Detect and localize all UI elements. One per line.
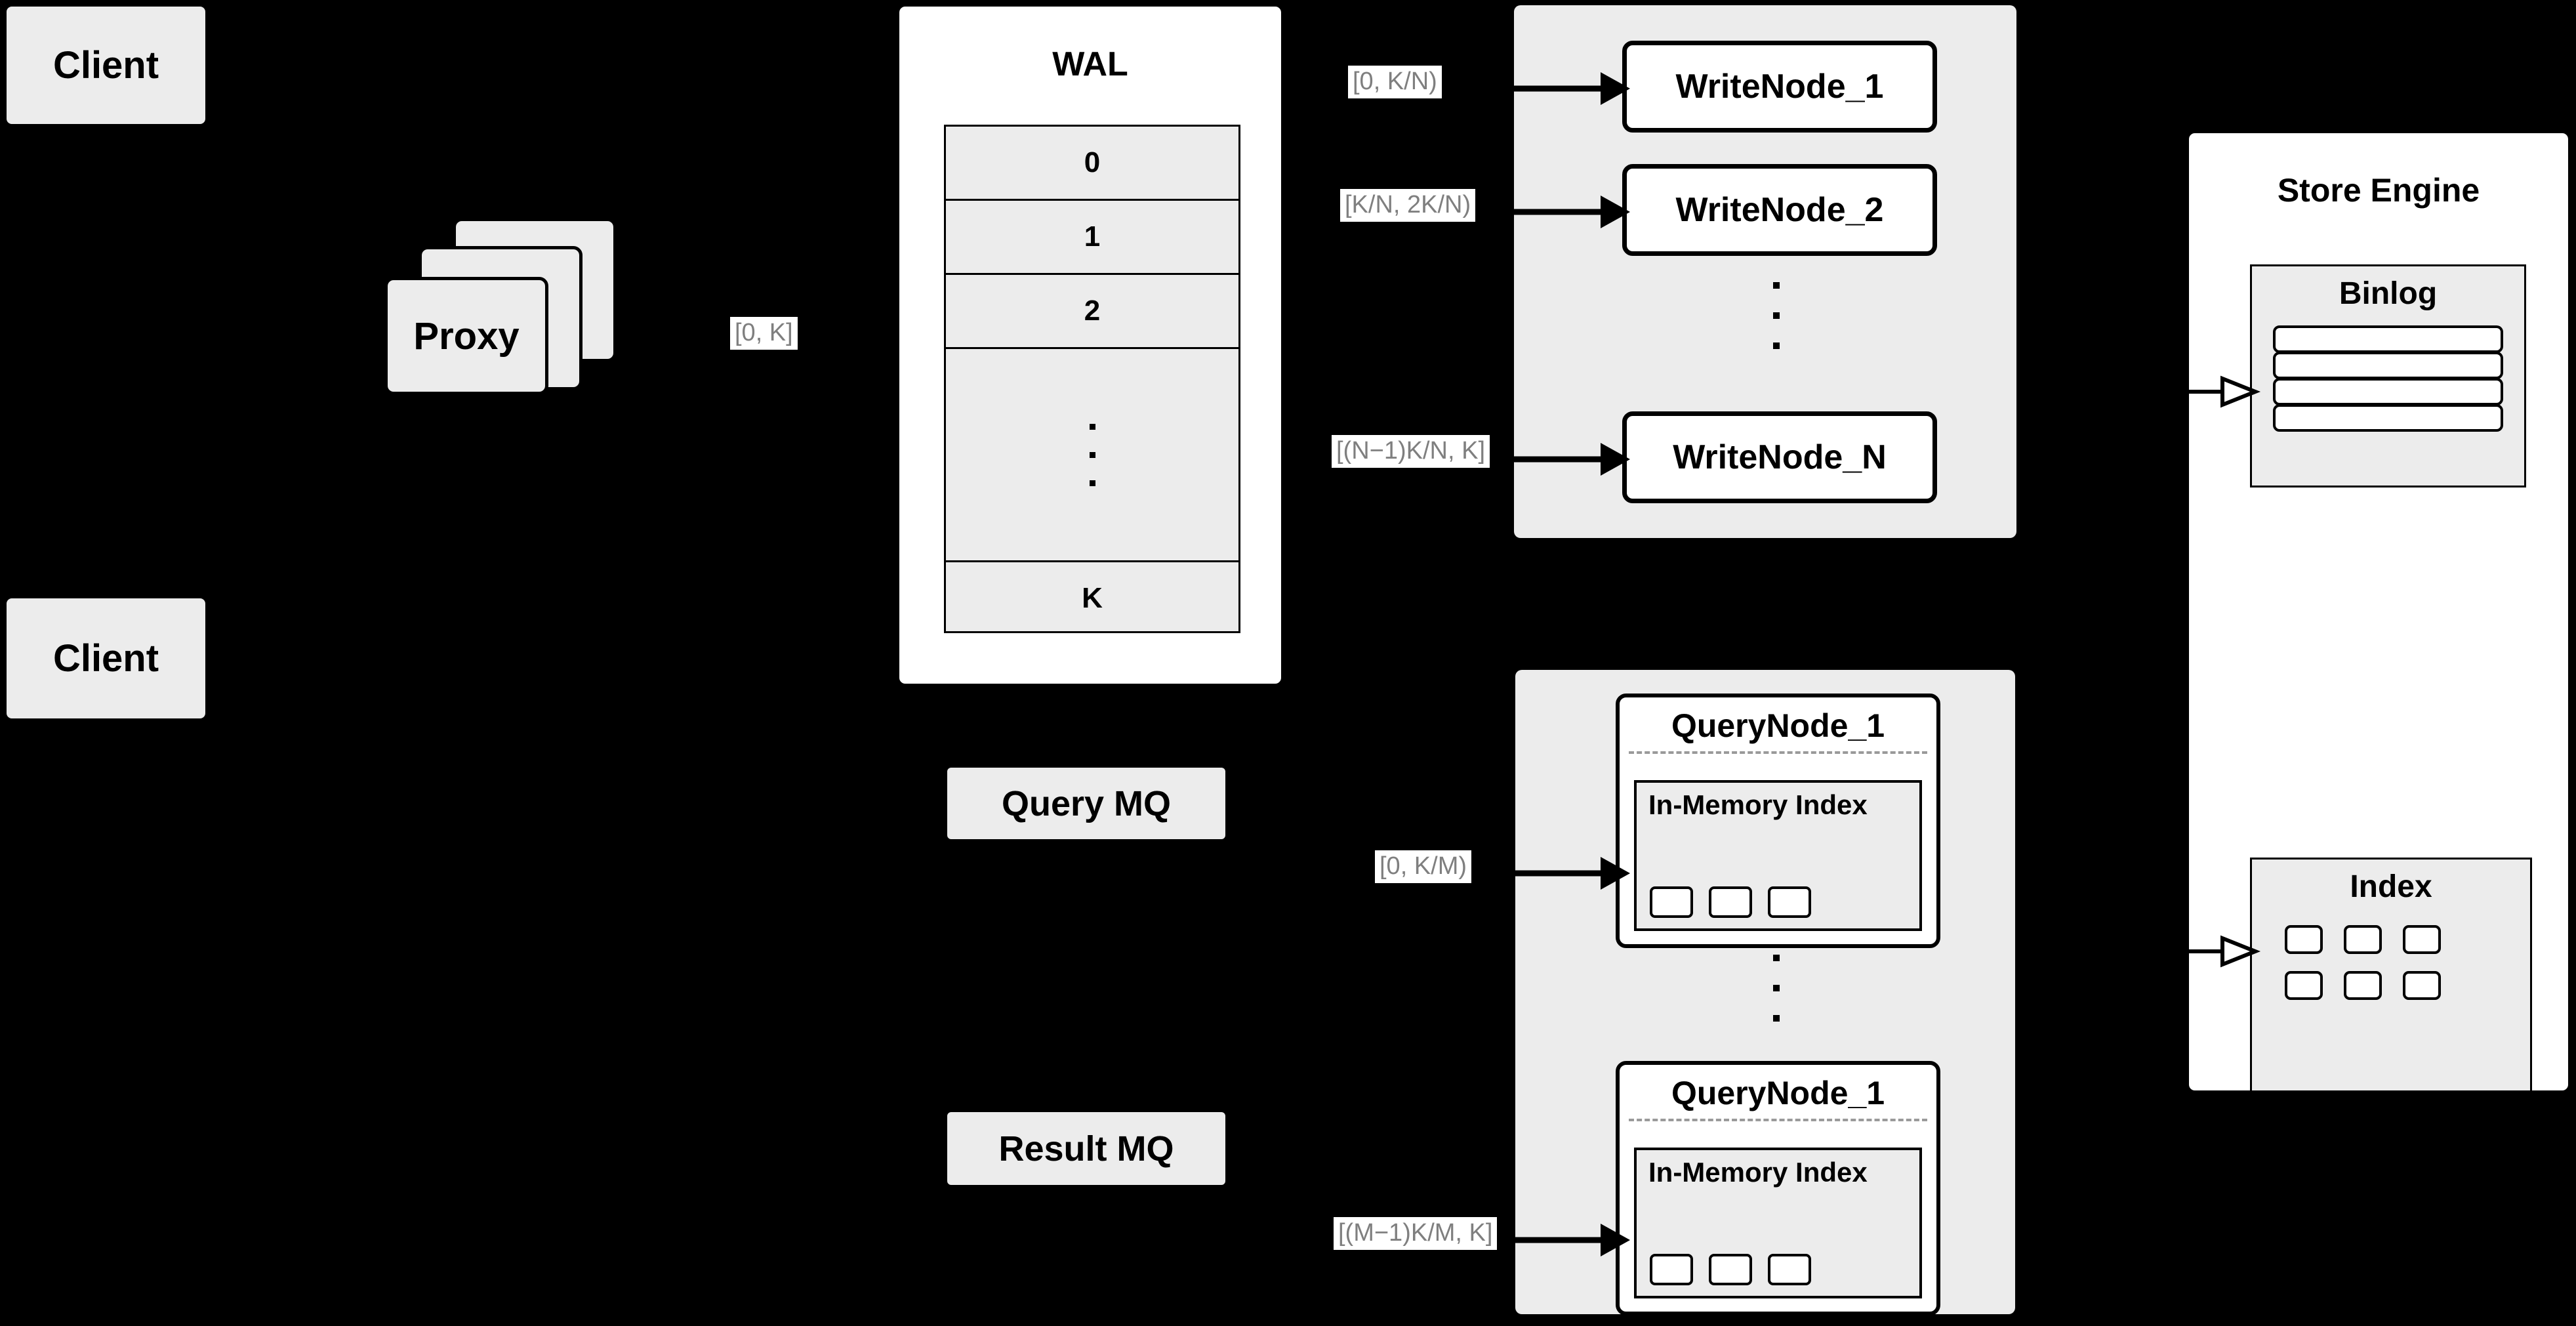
index-cell[interactable] <box>1768 886 1811 918</box>
wal-table: 0 1 2 K <box>944 125 1240 633</box>
client-box-2[interactable]: Client <box>5 597 207 720</box>
query-dot-2 <box>1773 985 1780 991</box>
wal-row-0[interactable]: 0 <box>946 127 1238 201</box>
write-node-n[interactable]: WriteNode_N <box>1622 411 1937 503</box>
edge-label-write-node-1: [0, K/N) <box>1348 66 1442 98</box>
index-cell[interactable] <box>1768 1254 1811 1285</box>
edge-label-query-node-1-text: [0, K/M) <box>1380 852 1467 880</box>
query-node-2-index-cells <box>1650 1254 1811 1285</box>
client-box-1[interactable]: Client <box>5 5 207 125</box>
query-node-1-index-cells <box>1650 886 1811 918</box>
index-cell[interactable] <box>1709 886 1752 918</box>
index-cell[interactable] <box>1650 1254 1693 1285</box>
query-node-1-title: QueryNode_1 <box>1671 707 1885 744</box>
binlog-bar[interactable] <box>2273 404 2503 432</box>
binlog-bar[interactable] <box>2273 352 2503 379</box>
query-cluster-ellipsis <box>1773 955 1780 1022</box>
binlog-bars <box>2273 325 2503 432</box>
binlog-box: Binlog <box>2250 264 2526 487</box>
client-label-2: Client <box>52 637 159 680</box>
store-index-box: Index <box>2250 858 2532 1092</box>
index-cell[interactable] <box>2344 971 2382 1000</box>
index-cell[interactable] <box>1709 1254 1752 1285</box>
arrow-to-store-index <box>2184 935 2261 968</box>
edge-label-proxy-to-wal-text: [0, K] <box>735 319 793 346</box>
wal-dot-2 <box>1089 451 1095 458</box>
wal-row-k[interactable]: K <box>946 562 1238 634</box>
wal-row-2[interactable]: 2 <box>946 275 1238 349</box>
index-cell[interactable] <box>1650 886 1693 918</box>
write-dot-3 <box>1773 342 1780 349</box>
index-cell[interactable] <box>2403 971 2441 1000</box>
query-node-1-inmemory-index: In-Memory Index <box>1634 780 1922 931</box>
query-mq-label: Query MQ <box>1001 783 1172 823</box>
binlog-bar[interactable] <box>2273 325 2503 353</box>
binlog-title: Binlog <box>2339 276 2438 311</box>
wal-row-k-label: K <box>1082 582 1103 614</box>
arrow-to-query-node-2 <box>1502 1224 1630 1256</box>
query-node-1-separator <box>1629 751 1927 754</box>
index-cell[interactable] <box>2285 925 2323 954</box>
edge-label-query-node-m-text: [(M−1)K/M, K] <box>1338 1219 1493 1247</box>
query-node-2-separator <box>1629 1119 1927 1121</box>
edge-label-write-node-n: [(N−1)K/N, K] <box>1332 435 1490 468</box>
wal-title: WAL <box>1052 45 1128 83</box>
store-index-grid <box>2285 925 2441 1000</box>
edge-label-write-node-2: [K/N, 2K/N) <box>1340 189 1476 222</box>
write-node-2[interactable]: WriteNode_2 <box>1622 164 1937 256</box>
wal-row-2-label: 2 <box>1084 295 1101 327</box>
client-label-1: Client <box>52 44 159 87</box>
arrow-to-write-node-1 <box>1502 72 1630 105</box>
proxy-label: Proxy <box>413 314 520 358</box>
write-dot-1 <box>1773 282 1780 289</box>
arrow-to-query-node-1 <box>1502 857 1630 890</box>
query-mq-box[interactable]: Query MQ <box>946 766 1227 840</box>
binlog-bar[interactable] <box>2273 378 2503 405</box>
query-node-1-index-title: In-Memory Index <box>1648 789 1868 820</box>
query-node-2-inmemory-index: In-Memory Index <box>1634 1148 1922 1298</box>
index-cell[interactable] <box>2344 925 2382 954</box>
wal-dot-3 <box>1089 480 1095 486</box>
edge-label-query-node-m: [(M−1)K/M, K] <box>1334 1217 1498 1250</box>
write-cluster-ellipsis <box>1773 282 1780 349</box>
edge-label-write-node-2-text: [K/N, 2K/N) <box>1345 191 1471 218</box>
wal-row-ellipsis <box>946 349 1238 562</box>
query-dot-1 <box>1773 955 1780 961</box>
wal-row-0-label: 0 <box>1084 146 1101 178</box>
arrow-to-write-node-2 <box>1502 196 1630 228</box>
arrow-to-binlog <box>2184 375 2261 408</box>
query-node-1[interactable]: QueryNode_1 In-Memory Index <box>1616 694 1940 948</box>
index-cell[interactable] <box>2285 971 2323 1000</box>
write-node-1-label: WriteNode_1 <box>1675 68 1884 106</box>
write-node-n-label: WriteNode_N <box>1673 438 1887 476</box>
store-index-title: Index <box>2350 869 2432 904</box>
query-node-2-title: QueryNode_1 <box>1671 1075 1885 1111</box>
query-node-2[interactable]: QueryNode_1 In-Memory Index <box>1616 1061 1940 1316</box>
proxy-card-front[interactable]: Proxy <box>384 277 548 395</box>
write-dot-2 <box>1773 312 1780 319</box>
result-mq-box[interactable]: Result MQ <box>946 1111 1227 1186</box>
index-cell[interactable] <box>2403 925 2441 954</box>
edge-label-write-node-n-text: [(N−1)K/N, K] <box>1336 437 1485 465</box>
arrow-to-write-node-n <box>1502 443 1630 476</box>
query-node-2-index-title: In-Memory Index <box>1648 1157 1868 1188</box>
result-mq-label: Result MQ <box>998 1129 1174 1169</box>
edge-label-proxy-to-wal: [0, K] <box>730 317 798 350</box>
write-node-1[interactable]: WriteNode_1 <box>1622 41 1937 133</box>
wal-panel: WAL 0 1 2 K <box>897 5 1283 686</box>
edge-label-query-node-1: [0, K/M) <box>1375 850 1472 883</box>
query-dot-3 <box>1773 1015 1780 1022</box>
wal-row-1[interactable]: 1 <box>946 201 1238 275</box>
write-node-2-label: WriteNode_2 <box>1675 191 1884 229</box>
store-engine-title: Store Engine <box>2277 172 2480 209</box>
wal-row-1-label: 1 <box>1084 220 1101 253</box>
store-engine-panel: Store Engine Binlog Index <box>2187 131 2570 1092</box>
proxy-stack[interactable]: Proxy <box>384 218 673 428</box>
edge-label-write-node-1-text: [0, K/N) <box>1353 68 1437 95</box>
wal-dot-1 <box>1089 423 1095 430</box>
